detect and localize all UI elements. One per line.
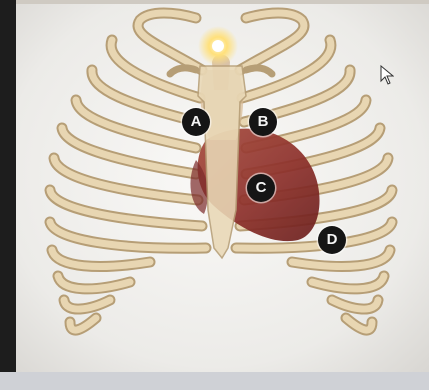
label-marker-c: C [247, 174, 275, 202]
label-marker-d: D [318, 226, 346, 254]
mouse-pointer-icon [380, 65, 394, 90]
label-marker-a: A [182, 108, 210, 136]
label-marker-b: B [249, 108, 277, 136]
